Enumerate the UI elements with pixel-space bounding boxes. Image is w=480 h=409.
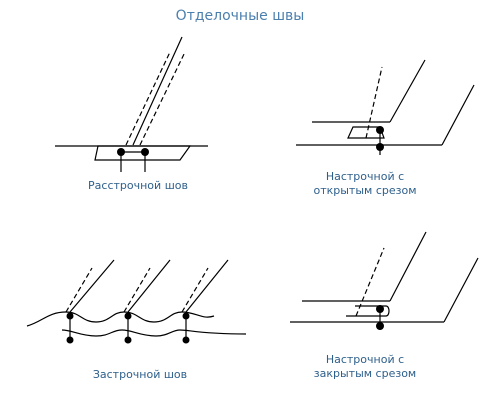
bottom-fabric-slope bbox=[443, 257, 479, 323]
folded-edge bbox=[346, 305, 390, 317]
fabric-edge-1 bbox=[69, 259, 115, 313]
seam-label-stitched-down: Застрочной шов bbox=[80, 368, 200, 382]
bottom-fabric-wave bbox=[61, 329, 247, 337]
open-edge-seam-drawing bbox=[296, 59, 475, 155]
stitch-line-2 bbox=[123, 267, 151, 313]
fabric-edge-2 bbox=[127, 259, 171, 313]
stitch-dot-1b bbox=[66, 336, 74, 344]
stitch-dot-1a bbox=[66, 312, 74, 320]
seam-label-line: открытым срезом bbox=[313, 184, 417, 197]
split-seam-drawing bbox=[55, 36, 208, 172]
stitch-line bbox=[355, 247, 385, 317]
closed-edge-seam-drawing bbox=[290, 231, 479, 330]
fabric-edge-3 bbox=[185, 259, 229, 313]
seam-label-line: закрытым срезом bbox=[313, 367, 417, 380]
stitch-line bbox=[365, 66, 383, 139]
seam-allowance-shape bbox=[94, 145, 192, 161]
bottom-fabric-slope bbox=[441, 84, 475, 146]
stitch-line-3 bbox=[181, 267, 209, 313]
seam-label-open-edge: Настрочной с открытым срезом bbox=[300, 170, 430, 198]
seam-label-split: Расстрочной шов bbox=[78, 179, 198, 193]
stitch-dot-2b bbox=[124, 336, 132, 344]
stitch-dot-2a bbox=[124, 312, 132, 320]
top-fabric-slope bbox=[389, 59, 426, 123]
seam-label-line: Настрочной с bbox=[325, 170, 405, 183]
seam-label-line: Настрочной с bbox=[325, 353, 405, 366]
stitch-dot-3a bbox=[182, 312, 190, 320]
seam-label-line: Расстрочной шов bbox=[88, 179, 188, 192]
stitch-line-1 bbox=[65, 267, 93, 313]
stitch-line-right bbox=[139, 51, 186, 146]
stitch-dot-3b bbox=[182, 336, 190, 344]
diagram-title: Отделочные швы bbox=[175, 8, 305, 24]
stitch-line-left bbox=[125, 51, 171, 146]
fabric-edge-line bbox=[132, 36, 183, 146]
top-fabric-slope bbox=[389, 231, 427, 302]
seam-label-closed-edge: Настрочной с закрытым срезом bbox=[300, 353, 430, 381]
stitched-down-seam-drawing bbox=[26, 259, 247, 344]
seam-label-line: Застрочной шов bbox=[92, 368, 188, 381]
